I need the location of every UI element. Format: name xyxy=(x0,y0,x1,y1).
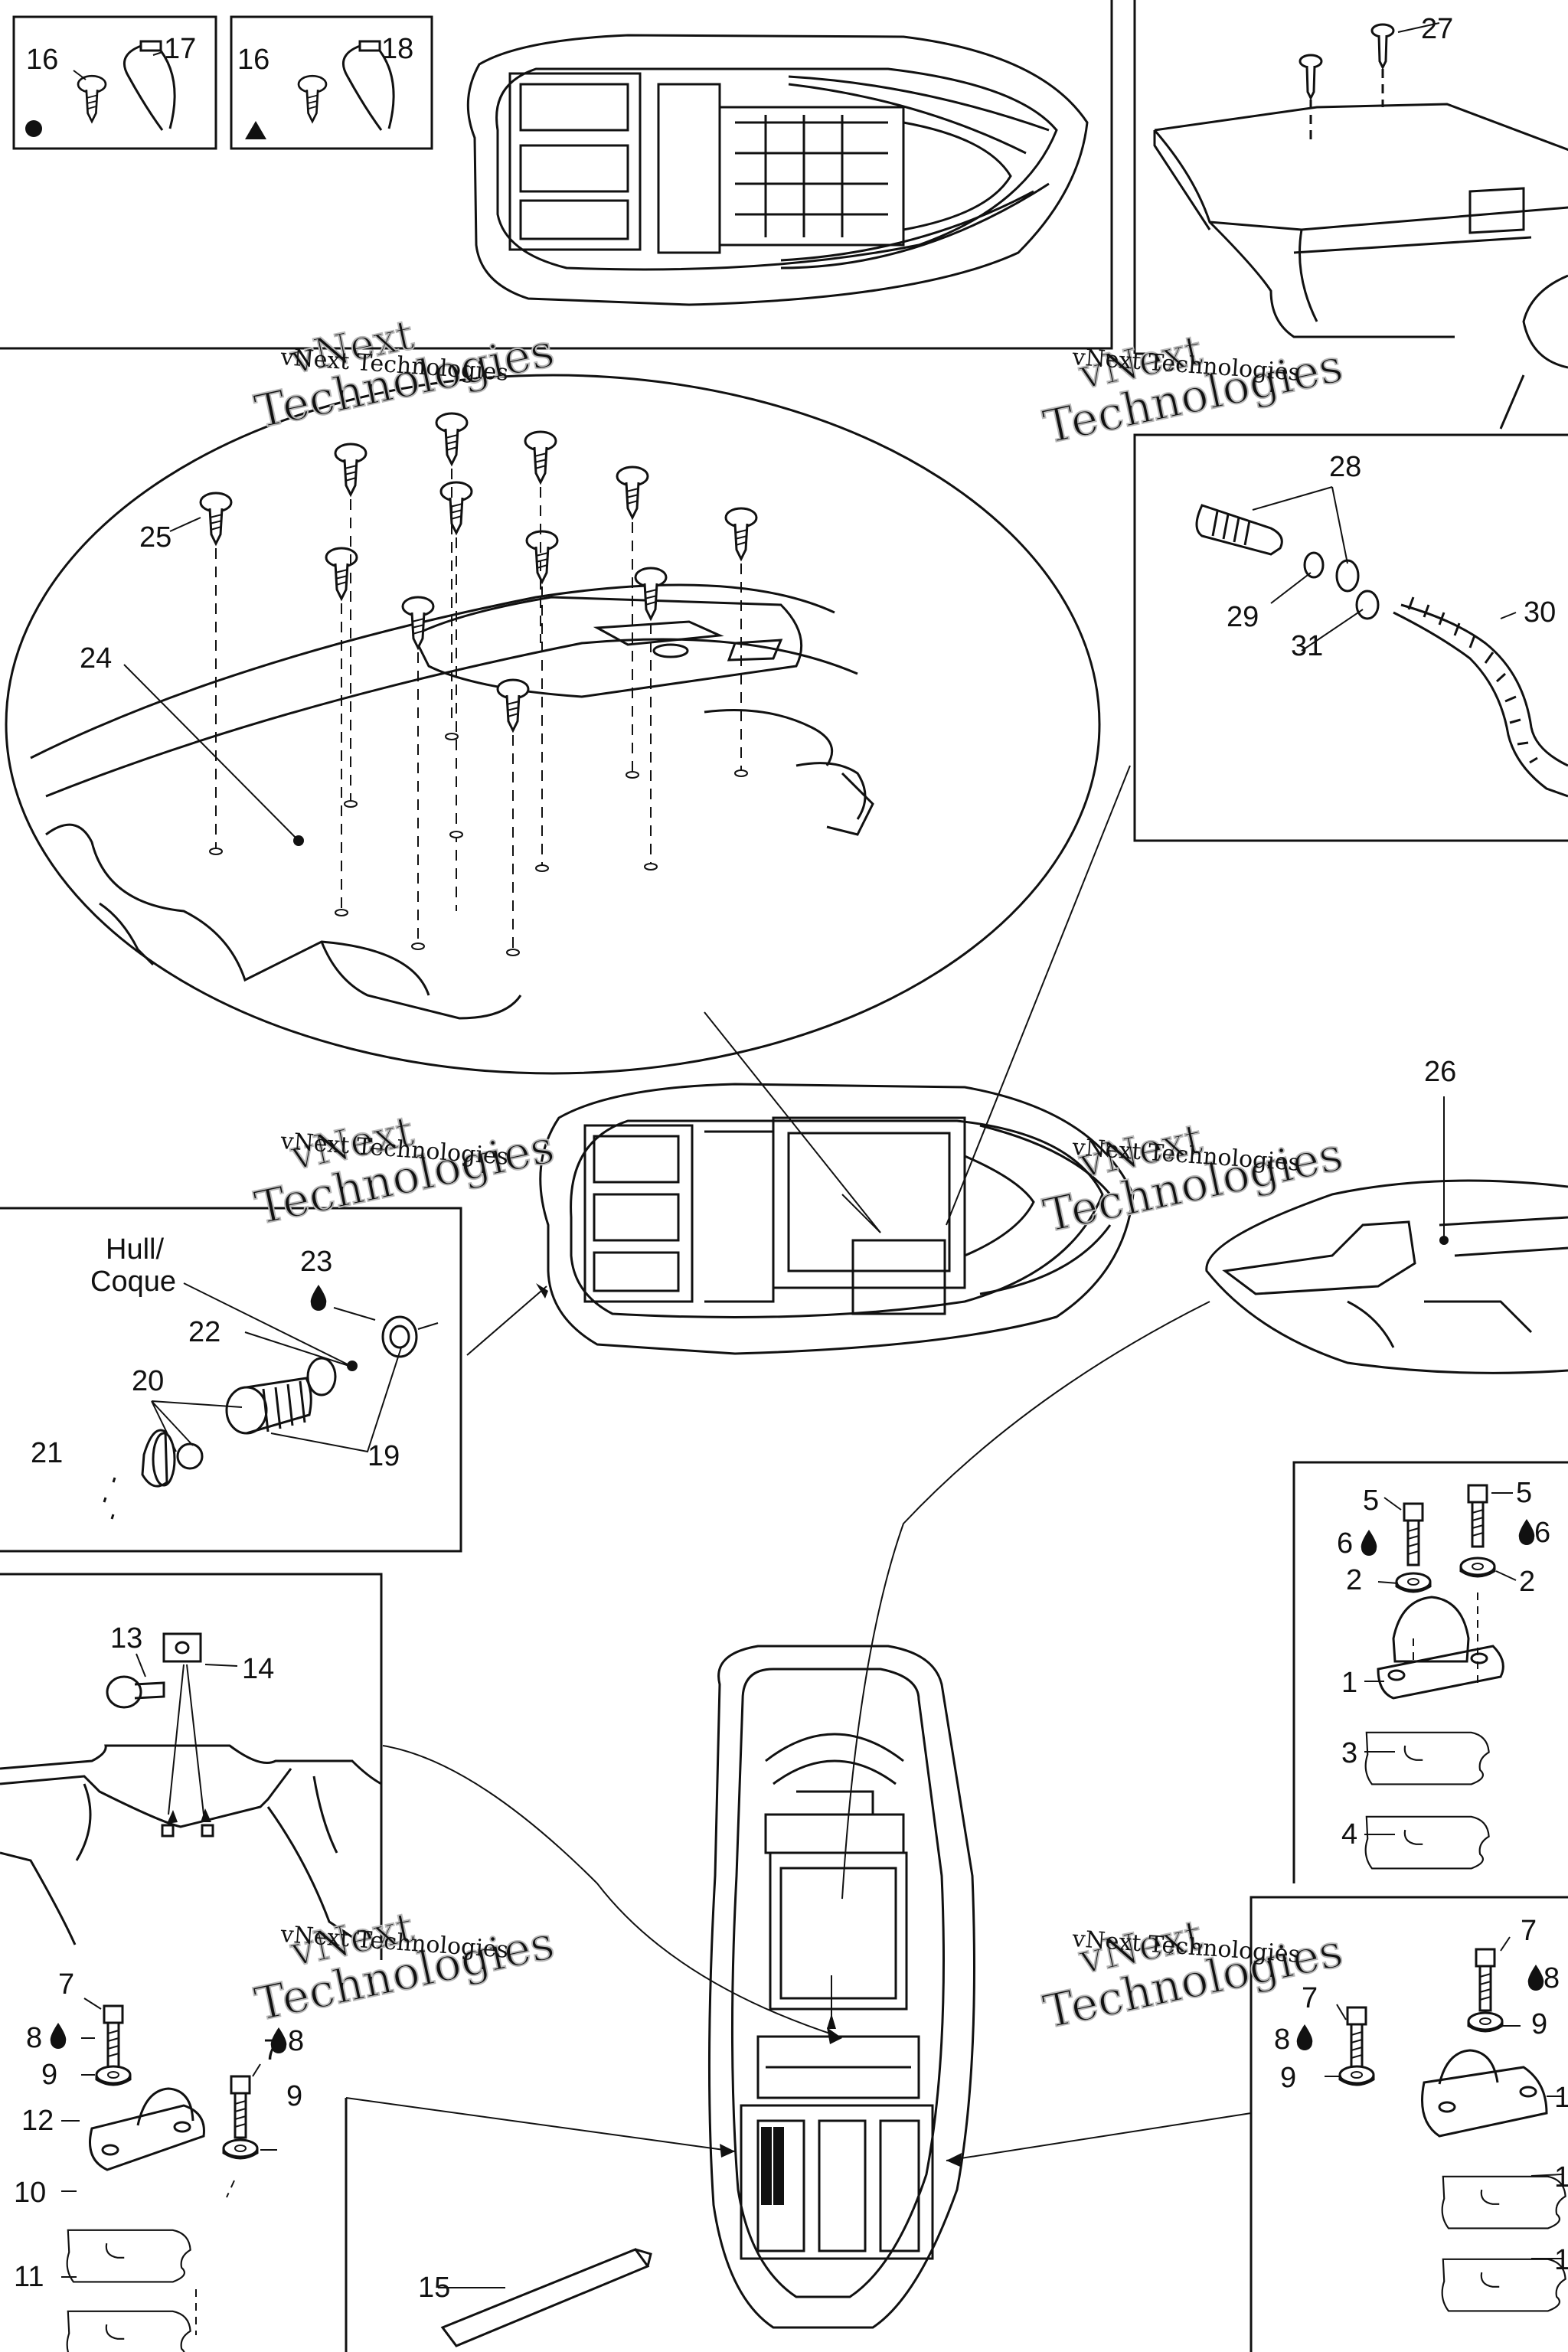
callout-25: 25 xyxy=(139,521,172,554)
callout-30: 30 xyxy=(1524,596,1556,629)
hull-bottom-view xyxy=(707,1645,975,2329)
callout-16b: 16 xyxy=(237,44,270,76)
callout-24: 24 xyxy=(80,642,112,675)
callout-6b: 6 xyxy=(1534,1517,1550,1549)
callout-3: 3 xyxy=(1341,1737,1357,1769)
storage-bin xyxy=(1153,22,1568,430)
callout-8c: 8 xyxy=(26,2022,42,2054)
engine-mount-rear-right xyxy=(1338,1948,1566,2312)
drain-plug-parts xyxy=(103,1315,439,1520)
drain-plug-panel xyxy=(0,1207,462,1553)
legend-circle: 16 17 xyxy=(25,33,196,137)
callout-14: 14 xyxy=(242,1653,274,1685)
callout-4: 4 xyxy=(1341,1818,1357,1851)
callout-22: 22 xyxy=(188,1316,220,1348)
engine-mount-front xyxy=(1364,1484,1504,1870)
callout-28: 28 xyxy=(1329,451,1361,483)
callout-17: 17 xyxy=(164,33,196,65)
callout-27: 27 xyxy=(1421,13,1453,45)
hull-center-view xyxy=(539,1083,1135,1355)
callout-7a: 7 xyxy=(1521,1915,1537,1947)
callout-12a: 12 xyxy=(1554,2082,1568,2114)
callout-7c: 7 xyxy=(58,1968,74,2001)
callout-31: 31 xyxy=(1291,630,1323,662)
legend-triangle: 16 18 xyxy=(237,33,413,139)
watermarks: vNext Technologies vNext Technologies vN… xyxy=(250,309,1348,2040)
callout-29: 29 xyxy=(1227,601,1259,633)
top-view-panel xyxy=(0,0,1113,350)
legend-box-circle xyxy=(12,15,217,150)
callout-2a: 2 xyxy=(1346,1564,1362,1596)
callout-9c: 9 xyxy=(41,2059,57,2091)
callout-8d: 8 xyxy=(288,2025,304,2057)
callout-5b: 5 xyxy=(1516,1477,1532,1509)
callout-2b: 2 xyxy=(1519,1566,1535,1598)
legend-box-triangle xyxy=(230,15,433,150)
storage-detail-oval xyxy=(1205,1179,1568,1374)
drain-hose-detail xyxy=(1195,486,1568,798)
callout-11b: 11 xyxy=(14,2261,44,2293)
engine-mount-rear-left xyxy=(66,2004,259,2352)
callout-18: 18 xyxy=(381,33,413,65)
callout-16a: 16 xyxy=(26,44,58,76)
bumper-panel xyxy=(0,1573,383,1960)
callout-9a: 9 xyxy=(1531,2008,1547,2040)
engine-mount-panel-right-top xyxy=(1292,1461,1568,1883)
bumper-parts xyxy=(0,1632,382,1945)
callout-10b: 10 xyxy=(14,2177,46,2209)
deck-detail-oval xyxy=(5,374,1101,1075)
callout-13: 13 xyxy=(110,1622,142,1655)
callout-7b: 7 xyxy=(1302,1982,1318,2014)
drain-detail-panel xyxy=(1133,433,1568,842)
callout-11a: 11 xyxy=(1554,2244,1568,2276)
circle-symbol xyxy=(25,120,42,137)
callout-12b: 12 xyxy=(21,2105,54,2137)
watermark-6: vNext Technologies xyxy=(1038,1909,1348,2040)
callout-9d: 9 xyxy=(286,2080,302,2112)
callout-8b: 8 xyxy=(1274,2024,1290,2056)
callout-15: 15 xyxy=(418,2272,450,2304)
callout-26: 26 xyxy=(1424,1056,1456,1088)
storage-panel xyxy=(1133,0,1156,355)
bumper-strip-15 xyxy=(440,2248,652,2347)
callout-9b: 9 xyxy=(1280,2062,1296,2094)
hull-top-view xyxy=(466,34,1089,306)
deck-holes xyxy=(209,733,748,956)
callout-8a: 8 xyxy=(1544,1962,1560,1994)
callout-19: 19 xyxy=(368,1440,400,1472)
callout-6a: 6 xyxy=(1337,1527,1353,1560)
callout-10a: 10 xyxy=(1554,2161,1568,2194)
callout-1: 1 xyxy=(1341,1667,1357,1699)
triangle-symbol xyxy=(245,121,266,139)
hull-label-line1: Hull/ xyxy=(106,1233,164,1266)
callout-20: 20 xyxy=(132,1365,164,1397)
callout-23: 23 xyxy=(300,1246,332,1278)
callout-5a: 5 xyxy=(1363,1485,1379,1517)
callout-21: 21 xyxy=(31,1437,63,1469)
deck-screw-guides xyxy=(215,469,742,951)
hull-label-line2: Coque xyxy=(90,1266,176,1298)
engine-mount-panel-right-bottom xyxy=(1250,1896,1568,2352)
